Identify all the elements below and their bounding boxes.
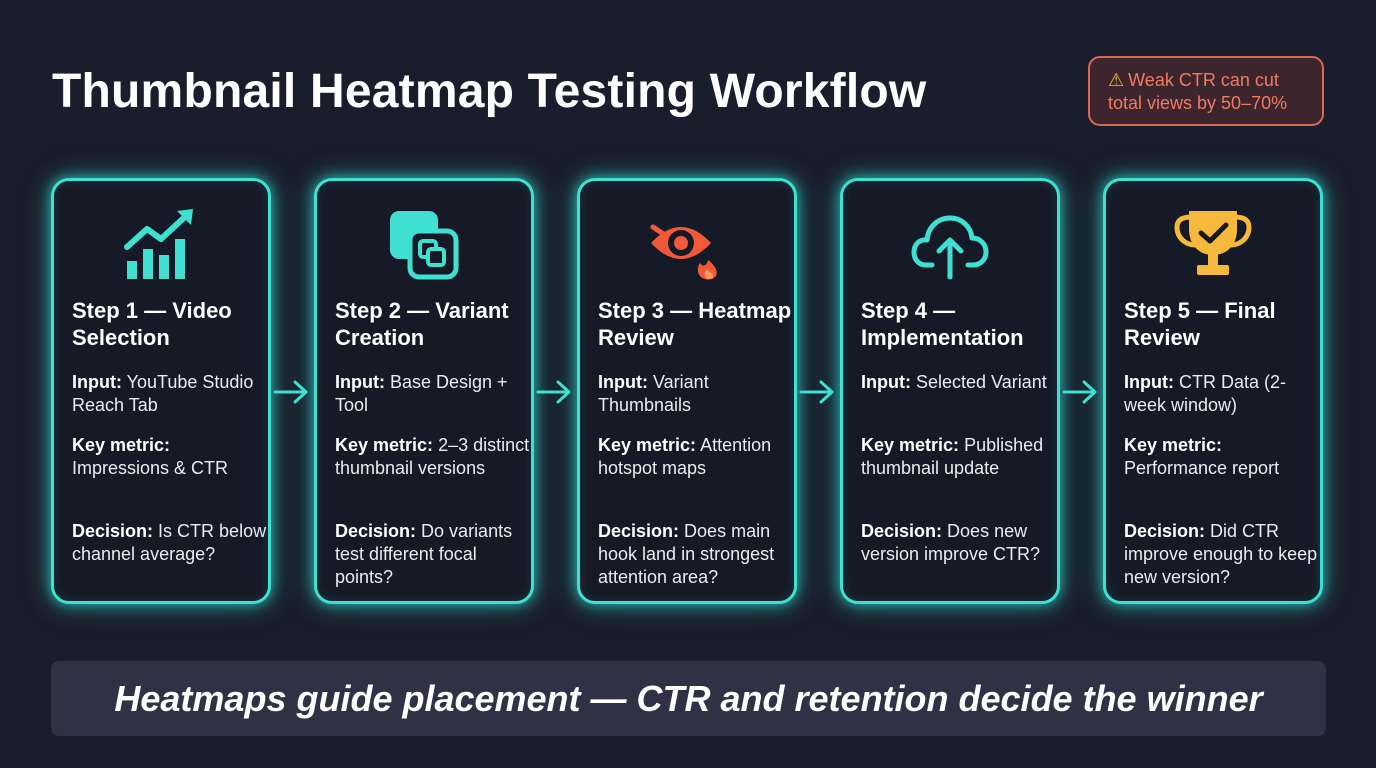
step-card-5: Step 5 — Final Review Input: CTR Data (2… — [1103, 178, 1323, 604]
arrow-right-icon — [1061, 378, 1101, 406]
step-input: Input: CTR Data (2-week window) — [1124, 372, 1287, 415]
page-title: Thumbnail Heatmap Testing Workflow — [52, 65, 927, 118]
arrow-right-icon — [798, 378, 838, 406]
step-title: Step 3 — Heatmap Review — [598, 298, 792, 350]
step-input: Input: Selected Variant — [861, 372, 1047, 392]
step-title: Step 2 — Variant Creation — [335, 298, 509, 350]
cloud-upload-icon — [910, 205, 990, 285]
step-key-metric: Key metric: Performance report — [1124, 435, 1280, 478]
arrow-right-icon — [272, 378, 312, 406]
warning-line-2: total views by 50–70% — [1108, 93, 1288, 113]
step-input: Input: Variant Thumbnails — [598, 372, 709, 415]
step-card-2: Step 2 — Variant Creation Input: Base De… — [314, 178, 534, 604]
step-key-metric: Key metric: Published thumbnail update — [861, 435, 1044, 478]
duplicate-variants-icon — [384, 205, 464, 285]
step-title: Step 4 — Implementation — [861, 298, 1024, 350]
step-key-metric: Key metric: Impressions & CTR — [72, 435, 229, 478]
step-decision: Decision: Did CTR improve enough to keep… — [1124, 521, 1318, 587]
trophy-icon — [1173, 205, 1253, 285]
warning-line-1: Weak CTR can cut — [1128, 70, 1279, 90]
step-card-4: Step 4 — Implementation Input: Selected … — [840, 178, 1060, 604]
step-key-metric: Key metric: 2–3 distinct thumbnail versi… — [335, 435, 530, 478]
growth-chart-icon — [121, 205, 201, 285]
warning-callout: ⚠Weak CTR can cut total views by 50–70% — [1088, 56, 1324, 126]
warning-icon: ⚠ — [1108, 70, 1125, 90]
summary-banner: Heatmaps guide placement — CTR and reten… — [51, 661, 1326, 736]
step-decision: Decision: Does new version improve CTR? — [861, 521, 1041, 564]
step-decision: Decision: Do variants test different foc… — [335, 521, 513, 587]
step-input: Input: Base Design + Tool — [335, 372, 508, 415]
step-decision: Decision: Is CTR below channel average? — [72, 521, 267, 564]
step-title: Step 1 — Video Selection — [72, 298, 232, 350]
step-key-metric: Key metric: Attention hotspot maps — [598, 435, 772, 478]
arrow-right-icon — [535, 378, 575, 406]
step-input: Input: YouTube Studio Reach Tab — [72, 372, 254, 415]
step-title: Step 5 — Final Review — [1124, 298, 1276, 350]
step-card-3: Step 3 — Heatmap Review Input: Variant T… — [577, 178, 797, 604]
step-card-1: Step 1 — Video Selection Input: YouTube … — [51, 178, 271, 604]
eye-heat-icon — [647, 205, 727, 285]
step-decision: Decision: Does main hook land in stronge… — [598, 521, 775, 587]
